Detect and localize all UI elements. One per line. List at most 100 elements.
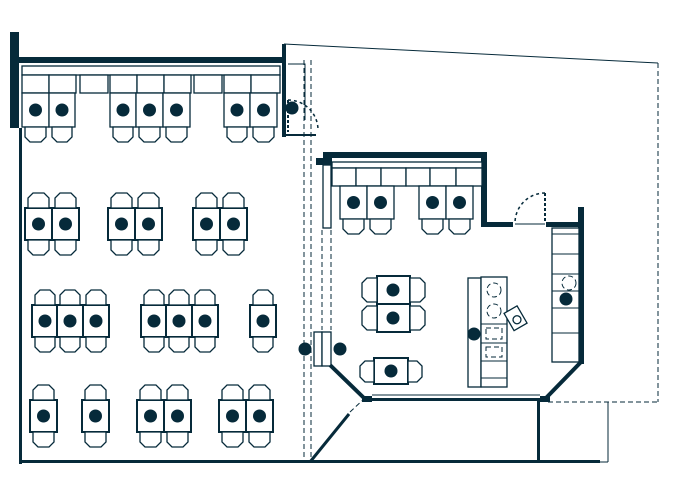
stove-burner-icon [486,303,502,319]
chair-icon [407,360,423,383]
chair-icon [195,239,218,256]
seat-dot-icon [467,327,481,341]
chair-icon [448,218,471,235]
seat-dot-icon [200,217,213,231]
stove-burner-icon [486,282,502,298]
seat-dot-icon [59,217,72,231]
chair-icon [27,192,50,209]
chair-icon [166,384,189,401]
table [249,92,278,128]
chair-icon [59,336,81,353]
chair-icon [143,289,165,306]
bench-seat [455,167,483,187]
bench-seat [380,167,407,187]
seat-dot-icon [172,314,186,328]
chair-icon [222,239,245,256]
seat-dot-icon [559,292,573,306]
door-swing-icon [514,192,546,224]
seat-dot-icon [32,217,45,231]
chair-icon [195,192,218,209]
bench-seat [355,167,382,187]
chair-icon [342,218,365,235]
chair-icon [361,305,378,331]
seat-dot-icon [230,103,244,117]
seat-dot-icon [38,314,52,328]
chair-icon [139,431,162,448]
seat-dot-icon [198,314,212,328]
bench-seat [109,74,138,94]
chair-icon [252,336,274,353]
bench-seat [136,74,165,94]
corridor [288,60,332,458]
chair-icon [54,192,77,209]
seat-dot-icon [89,314,103,328]
chair-icon [110,239,133,256]
chair-icon [34,289,56,306]
chair-icon [409,305,426,331]
seat-dot-icon [29,103,42,117]
seat-dot-icon [253,409,266,423]
seat-dot-icon [116,103,130,117]
seat-dot-icon [171,409,184,423]
seat-dot-icon [426,196,439,209]
benches [21,65,483,187]
seat-dot-icon [333,342,347,356]
seat-dot-icon [256,314,270,328]
chair-icon [143,336,165,353]
bench-back [21,65,281,76]
chair-icon [85,289,107,306]
chair-icon [112,126,134,143]
seat-dot-icon [298,342,312,356]
chair-icon [226,126,248,143]
seats [29,101,573,423]
seat-dot-icon [386,311,400,325]
seat-dot-icon [347,196,360,209]
seat-dot-icon [285,101,299,115]
chair-icon [369,218,392,235]
seat-dot-icon [37,409,50,423]
chair-icon [85,336,107,353]
chair-icon [194,336,216,353]
seat-dot-icon [170,103,183,117]
sink-icon [485,346,503,358]
bench-seat [405,167,431,187]
chair-icon [168,289,190,306]
chair-icon [248,431,271,448]
stove-burner-icon [561,275,577,291]
seat-dot-icon [453,196,466,209]
seat-dot-icon [144,409,157,423]
chair-icon [361,277,378,303]
chair-icon [51,126,73,143]
chair-icon [84,384,107,401]
bench-seat [331,167,357,187]
kitchen-counter [467,227,580,388]
table [162,92,191,128]
chair-icon [110,192,133,209]
bench-seat [250,74,281,94]
chair-icon [421,218,444,235]
chair-icon [138,126,161,143]
seat-dot-icon [227,217,240,231]
chair-icon [252,289,274,306]
chair-icon [27,239,50,256]
bench-seat [79,74,109,94]
seat-dot-icon [147,314,161,328]
seat-dot-icon [142,217,155,231]
bench-seat [429,167,457,187]
walls [10,32,600,464]
seat-dot-icon [115,217,128,231]
chair-icon [248,384,271,401]
seat-dot-icon [63,314,77,328]
chair-icon [32,431,55,448]
furniture [21,92,474,448]
chair-icon [84,431,107,448]
seat-dot-icon [89,409,102,423]
chair-icon [194,289,216,306]
bench-seat [163,74,192,94]
bench-seat [193,74,223,94]
bench-seat [21,74,50,94]
bench-seat [48,74,77,94]
chair-icon [54,239,77,256]
chair-icon [59,289,81,306]
